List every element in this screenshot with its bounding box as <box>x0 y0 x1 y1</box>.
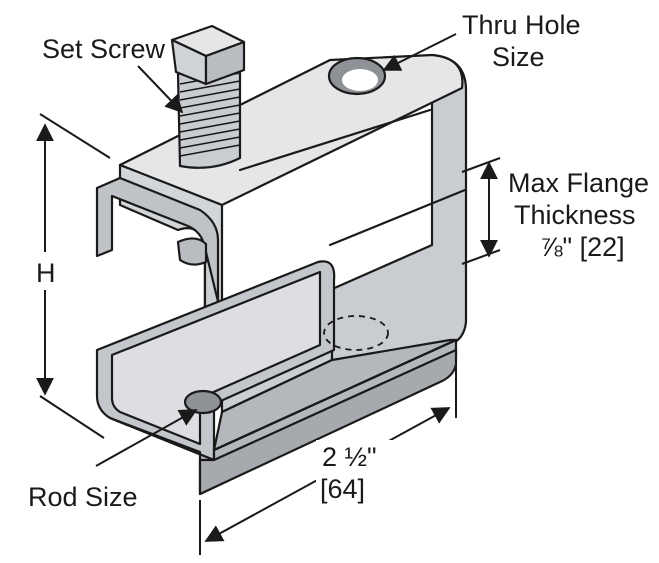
set-screw <box>170 24 246 266</box>
set-screw-shaft <box>176 60 242 169</box>
set-screw-tip <box>176 237 208 266</box>
rod-size-callout: Rod Size <box>28 409 198 512</box>
max-flange-label-2: Thickness <box>514 200 636 230</box>
width-dimension: 2 ½" [64] <box>199 360 457 555</box>
rod-size-label: Rod Size <box>28 482 138 512</box>
clamp-body <box>95 53 468 496</box>
clamp-top-plate <box>118 53 464 207</box>
set-screw-head-side <box>204 40 246 86</box>
thru-hole-callout: Thru Hole Size <box>382 10 581 72</box>
max-flange-label-1: Max Flange <box>508 168 649 198</box>
height-label: H <box>36 258 56 288</box>
rod-hole <box>183 389 223 415</box>
width-label-1: 2 ½" <box>322 442 377 472</box>
width-label-2: [64] <box>320 474 365 504</box>
thru-hole-inner <box>342 69 378 91</box>
hidden-hole <box>323 315 389 351</box>
clamp-lower-jaw-inner <box>110 270 322 446</box>
set-screw-callout: Set Screw <box>42 34 184 114</box>
height-dimension: H <box>28 113 111 439</box>
set-screw-label: Set Screw <box>42 34 166 64</box>
flange-dimension: Max Flange Thickness ⅞" [22] <box>461 157 649 265</box>
max-flange-label-3: ⅞" [22] <box>540 232 625 262</box>
thru-hole-label-1: Thru Hole <box>462 10 581 40</box>
thru-hole-label-2: Size <box>492 42 545 72</box>
